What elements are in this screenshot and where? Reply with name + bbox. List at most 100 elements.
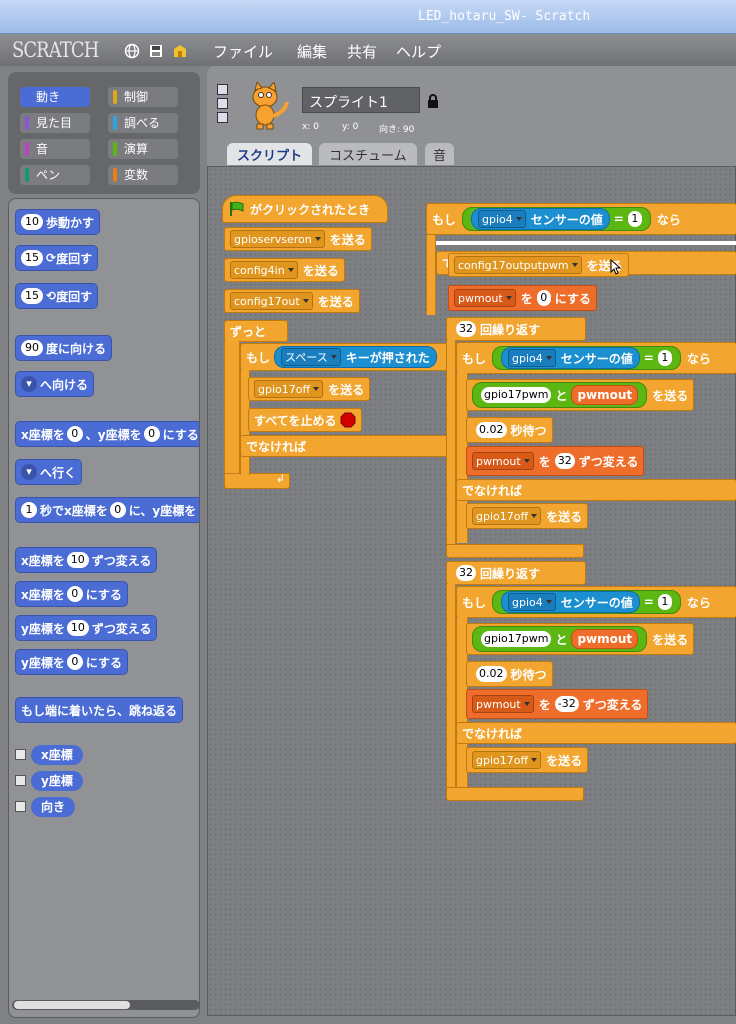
category-label: 見た目 — [36, 116, 73, 130]
lock-icon[interactable] — [427, 94, 439, 108]
category-3[interactable]: 調べる — [108, 113, 178, 133]
turn-ccw-block[interactable]: 15⟲ 度回す — [15, 283, 99, 309]
category-7[interactable]: 変数 — [108, 165, 178, 185]
if-else-block[interactable]: もしスペースキーが押された — [240, 343, 450, 371]
loop-arrow-icon: ↲ — [275, 472, 285, 485]
forever-block[interactable]: ずっと — [224, 320, 288, 342]
category-label: 動き — [36, 90, 61, 104]
category-label: 演算 — [124, 142, 149, 156]
scrollbar-thumb[interactable] — [14, 1001, 130, 1009]
flip-style-icon[interactable] — [217, 98, 228, 109]
tab-scripts[interactable]: スクリプト — [227, 143, 313, 165]
point-towards-block[interactable]: ▾へ向ける — [15, 371, 95, 397]
category-color-icon — [25, 168, 29, 182]
direction-checkbox[interactable] — [15, 801, 26, 812]
scratch-logo: SCRATCH — [12, 38, 99, 62]
repeat-arm-2 — [446, 584, 456, 792]
category-1[interactable]: 制御 — [108, 87, 178, 107]
green-flag-icon — [230, 201, 244, 216]
save-icon[interactable] — [148, 43, 164, 59]
direction-reporter[interactable]: 向き — [31, 797, 76, 817]
if-sensor-arm — [426, 235, 436, 315]
menu-edit[interactable]: 編集 — [297, 43, 328, 61]
rotate-style-icon[interactable] — [217, 84, 228, 95]
right-pane: スプライト1 x: 0 y: 0 向き: 90 スクリプト コスチューム 音 が… — [207, 66, 736, 1024]
category-color-icon — [25, 142, 29, 156]
turn-cw-block[interactable]: 15⟳ 度回す — [15, 245, 99, 271]
x-position-reporter[interactable]: x座標 — [31, 745, 83, 765]
menu-help[interactable]: ヘルプ — [396, 43, 442, 61]
category-6[interactable]: ペン — [20, 165, 90, 185]
category-2[interactable]: 見た目 — [20, 113, 90, 133]
mouse-cursor-icon — [610, 259, 622, 275]
globe-icon[interactable] — [124, 43, 140, 59]
palette-scrollbar[interactable] — [12, 1000, 200, 1010]
category-label: ペン — [36, 168, 61, 182]
tab-costumes[interactable]: コスチューム — [319, 143, 417, 165]
goto-block[interactable]: ▾へ行く — [15, 459, 83, 485]
menu-file[interactable]: ファイル — [213, 43, 274, 61]
category-5[interactable]: 演算 — [108, 139, 178, 159]
stop-all-block[interactable]: すべてを止める — [248, 408, 363, 432]
y-position-reporter[interactable]: y座標 — [31, 771, 83, 791]
no-rotate-icon[interactable] — [217, 112, 228, 123]
window-title: LED_hotaru_SW- Scratch — [418, 9, 591, 24]
share-icon[interactable] — [172, 43, 188, 59]
sprite-header: スプライト1 x: 0 y: 0 向き: 90 スクリプト コスチューム 音 — [207, 66, 736, 166]
bounce-block[interactable]: もし端に着いたら、跳ね返る — [15, 697, 184, 723]
y-position-checkbox[interactable] — [15, 775, 26, 786]
menu-share[interactable]: 共有 — [347, 43, 378, 61]
category-color-icon — [113, 142, 117, 156]
sprite-x: x: 0 — [302, 122, 319, 132]
when-flag-clicked-hat[interactable]: がクリックされたとき — [222, 195, 388, 223]
sprite-name-input[interactable]: スプライト1 — [302, 87, 420, 113]
rotate-cw-icon: ⟳ — [46, 251, 57, 265]
chevron-down-icon[interactable]: ▾ — [21, 464, 37, 480]
forever-arm — [224, 341, 240, 477]
rotate-ccw-icon: ⟲ — [46, 289, 57, 303]
forever-bottom: ↲ — [224, 472, 290, 489]
category-label: 音 — [36, 142, 49, 156]
category-4[interactable]: 音 — [20, 139, 90, 159]
category-label: 変数 — [124, 168, 149, 182]
sprite-direction: 向き: 90 — [379, 125, 415, 135]
chevron-down-icon[interactable]: ▾ — [21, 376, 37, 392]
tab-sounds[interactable]: 音 — [425, 143, 455, 165]
menu-bar: SCRATCH ファイル 編集 共有 ヘルプ — [0, 34, 736, 66]
repeat-bottom-1 — [446, 544, 584, 558]
category-color-icon — [113, 168, 117, 182]
x-position-checkbox[interactable] — [15, 749, 26, 760]
category-0[interactable]: 動き — [20, 87, 90, 107]
